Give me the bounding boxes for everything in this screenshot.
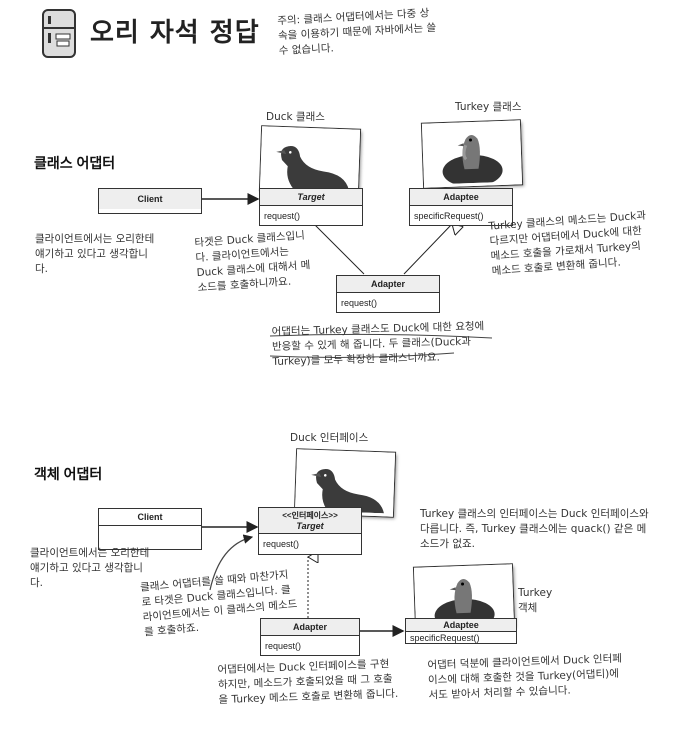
class-adaptee-box: Adaptee specificRequest(): [409, 188, 513, 226]
object-target-header: <<인터페이스>> Target: [259, 508, 361, 534]
object-target-method: request(): [263, 539, 300, 549]
object-note-interface: Turkey 클래스의 인터페이스는 Duck 인터페이스와 다릅니다. 즉, …: [420, 508, 649, 550]
class-adaptee-method: specificRequest(): [414, 211, 484, 221]
class-note-turkey: Turkey 클래스의 메소드는 Duck과 다르지만 어댑터에서 Duck에 …: [488, 209, 647, 278]
class-adapter-box: Adapter request(): [336, 275, 440, 313]
object-target-label: Target: [296, 521, 324, 531]
class-adapter-label: Adapter: [337, 276, 439, 293]
class-target-box: Target request(): [259, 188, 363, 226]
duck-class-caption: Duck 클래스: [266, 111, 325, 123]
object-adaptee-method: specificRequest(): [410, 633, 480, 643]
object-adapter-label: Adapter: [261, 619, 359, 636]
duck-interface-image: [311, 469, 384, 514]
object-target-stereotype: <<인터페이스>>: [282, 511, 338, 520]
class-adapter-method: request(): [341, 298, 378, 308]
class-client-label: Client: [99, 189, 201, 209]
turkey-object-label-2: 객체: [518, 602, 538, 614]
fridge-icon: [40, 8, 78, 60]
object-adapter-method: request(): [265, 641, 302, 651]
turkey-class-caption: Turkey 클래스: [455, 101, 522, 113]
object-note-adaptee: 어댑터 덕분에 클라이언트에서 Duck 인터페이스에 대해 호출한 것을 Tu…: [427, 652, 623, 702]
duck-image: [276, 146, 349, 191]
class-note-target: 타겟은 Duck 클래스입니다. 클라이언트에서는 Duck 클래스에 대해서 …: [194, 229, 311, 295]
page-title: 오리 자석 정답: [90, 18, 260, 48]
class-adaptee-label: Adaptee: [410, 189, 512, 206]
class-note-client: 클라이언트에서는 오리한테 얘기하고 있다고 생각합니다.: [35, 233, 155, 275]
object-adaptee-box: Adaptee specificRequest(): [405, 618, 517, 644]
duck-interface-caption: Duck 인터페이스: [290, 432, 369, 444]
class-target-method: request(): [264, 211, 301, 221]
object-client-box: Client: [98, 508, 202, 550]
class-adapter-title: 클래스 어댑터: [34, 155, 116, 171]
object-note-adapter: 어댑터에서는 Duck 인터페이스를 구현하지만, 메소드가 호출되었을 때 그…: [217, 658, 399, 707]
object-adapter-box: Adapter request(): [260, 618, 360, 656]
object-client-label: Client: [99, 509, 201, 526]
object-adaptee-label: Adaptee: [406, 619, 516, 632]
object-target-box: <<인터페이스>> Target request(): [258, 507, 362, 555]
class-target-label: Target: [260, 189, 362, 206]
duck-interface-photo: [294, 449, 396, 517]
turkey-photo: [421, 120, 523, 188]
object-note-client: 클라이언트에서는 오리한테 얘기하고 있다고 생각합니다.: [30, 547, 150, 589]
duck-photo: [259, 126, 361, 194]
object-adapter-title: 객체 어댑터: [34, 466, 103, 482]
class-client-box: Client: [98, 188, 202, 214]
turkey-image: [442, 135, 503, 188]
class-note-adapter: 어댑터는 Turkey 클래스도 Duck에 대한 요청에 반응할 수 있게 해…: [271, 320, 485, 368]
turkey-object-label-1: Turkey: [518, 587, 553, 599]
